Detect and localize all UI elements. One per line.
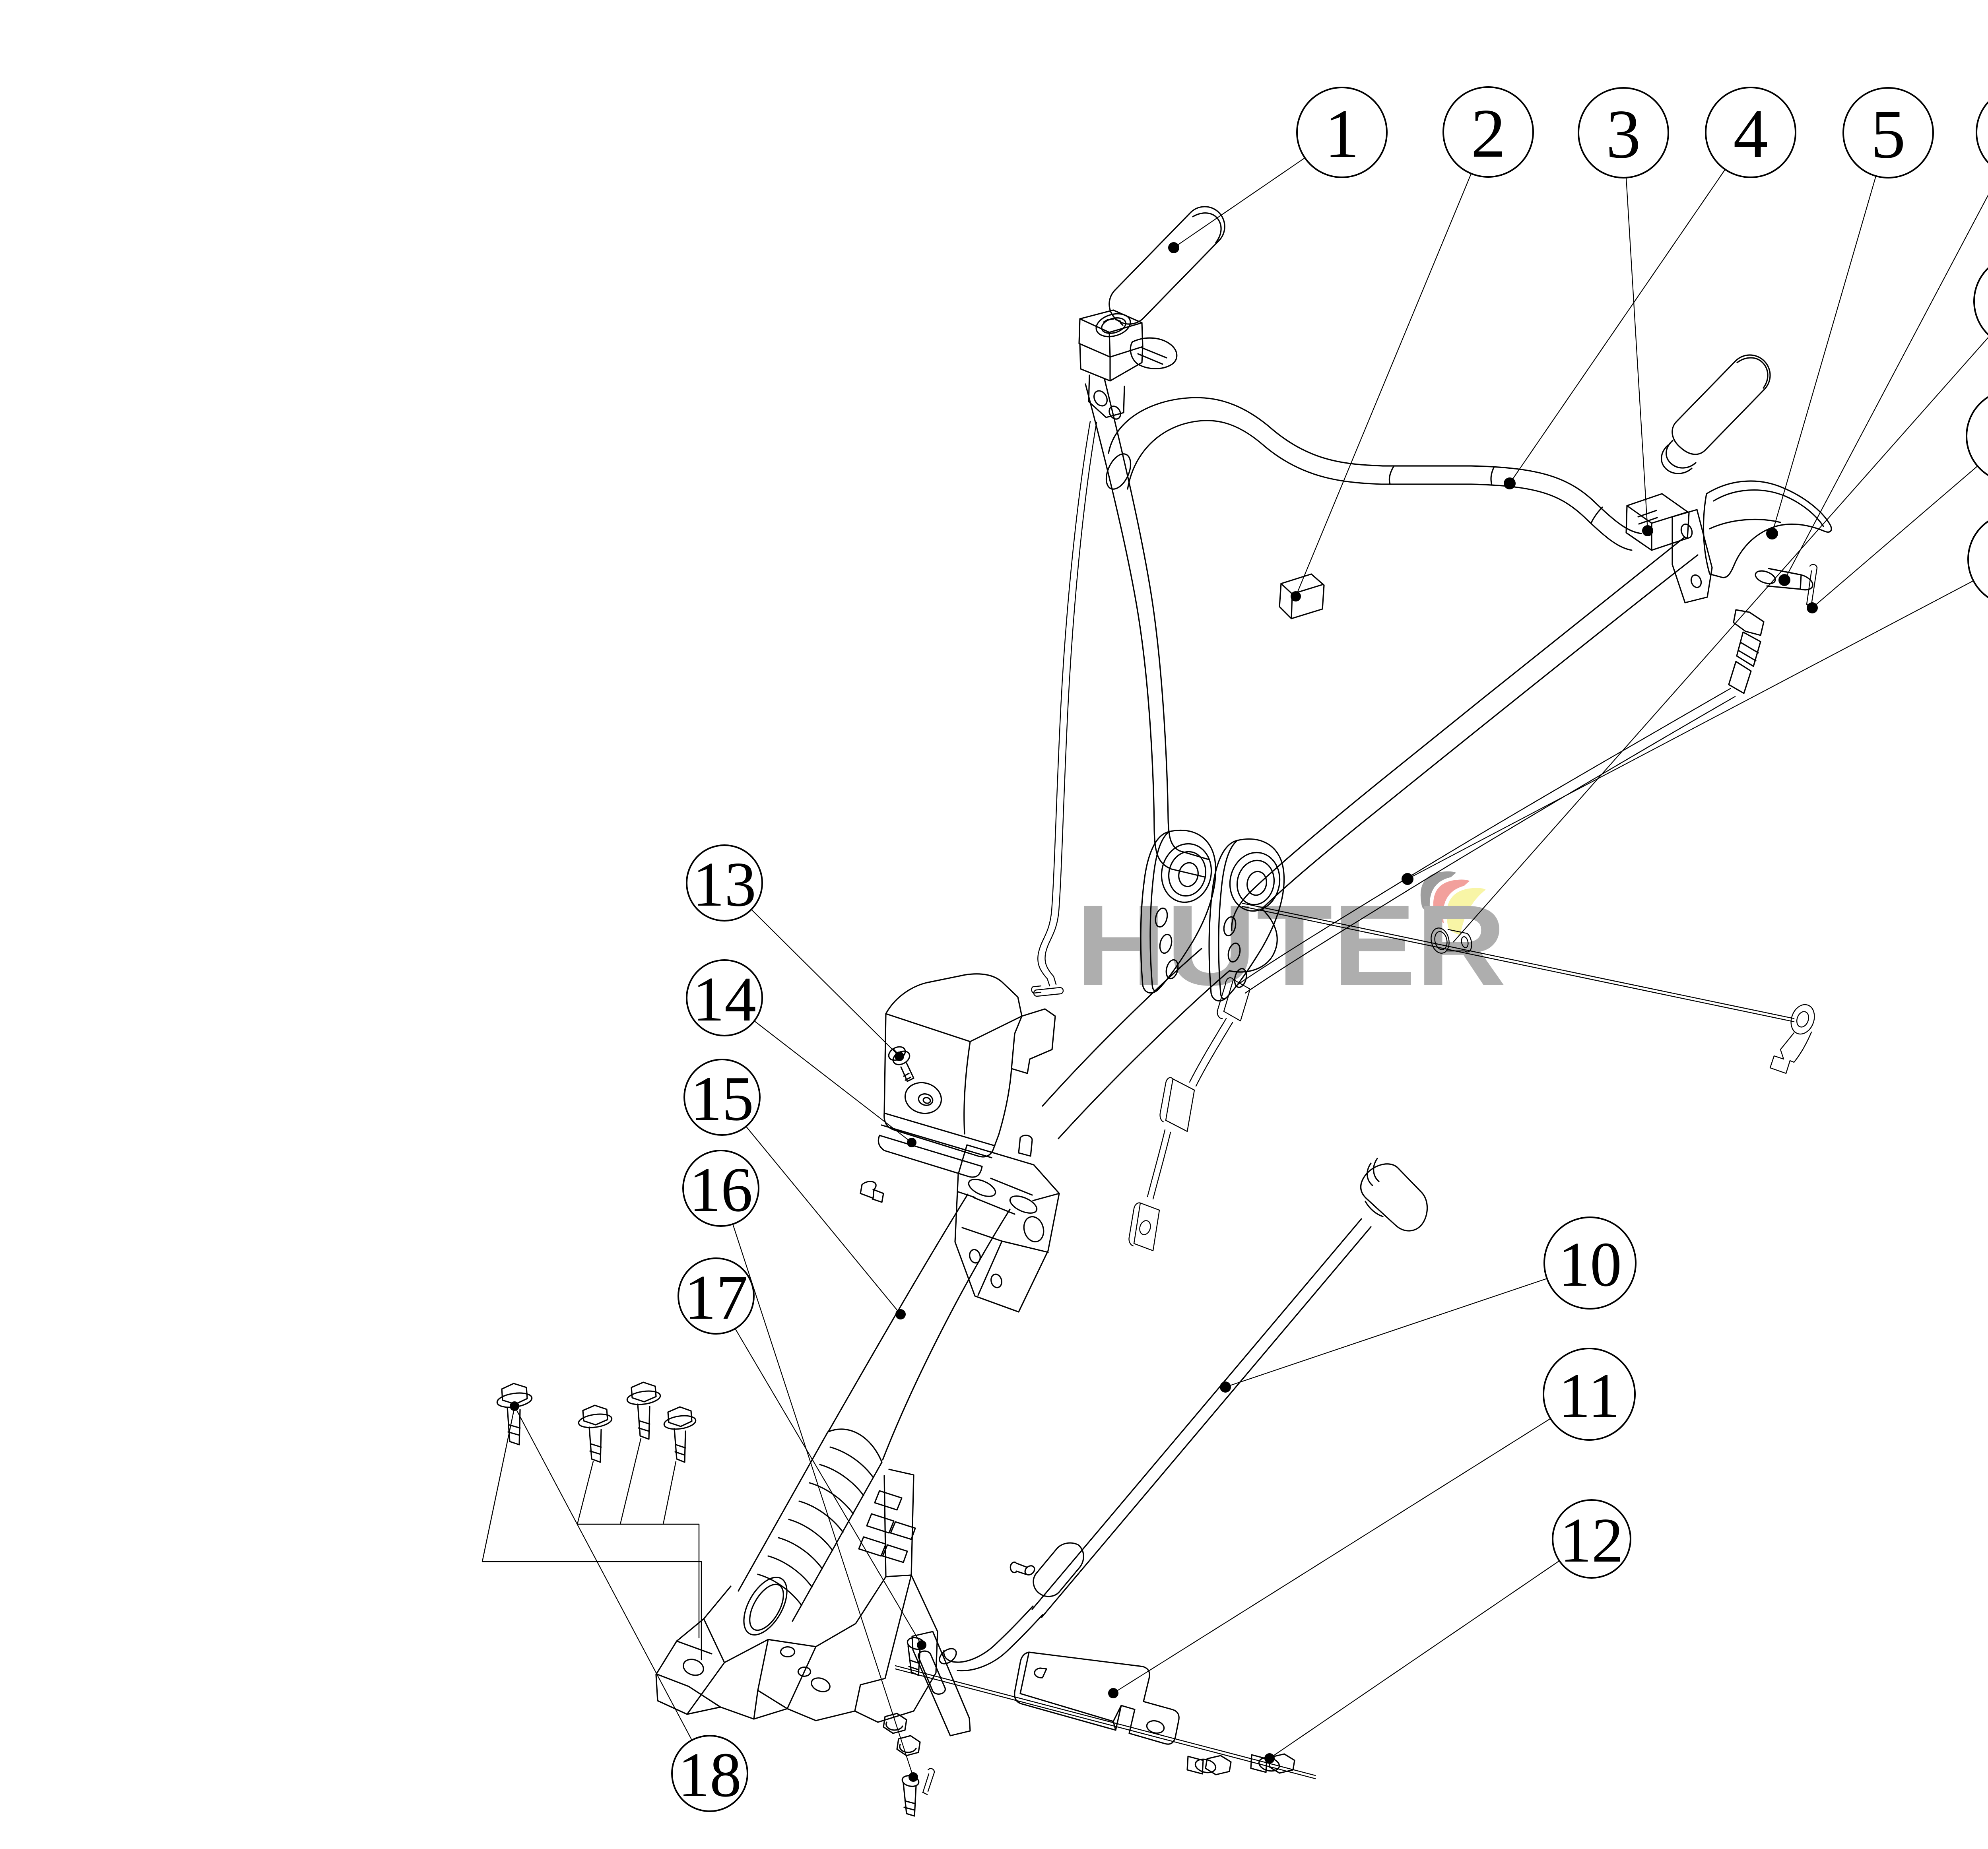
svg-text:15: 15: [690, 1063, 754, 1134]
svg-text:14: 14: [693, 964, 756, 1034]
svg-text:4: 4: [1733, 95, 1768, 172]
svg-text:5: 5: [1871, 95, 1906, 173]
svg-text:2: 2: [1471, 95, 1506, 172]
svg-text:1: 1: [1324, 95, 1359, 172]
svg-text:11: 11: [1559, 1360, 1620, 1431]
svg-text:13: 13: [693, 849, 756, 920]
svg-text:16: 16: [689, 1154, 753, 1225]
svg-text:17: 17: [684, 1262, 748, 1333]
svg-text:18: 18: [678, 1739, 742, 1810]
svg-text:HUTER: HUTER: [1076, 881, 1506, 1009]
svg-text:10: 10: [1558, 1229, 1622, 1300]
svg-text:3: 3: [1606, 95, 1641, 173]
svg-text:12: 12: [1560, 1505, 1623, 1575]
